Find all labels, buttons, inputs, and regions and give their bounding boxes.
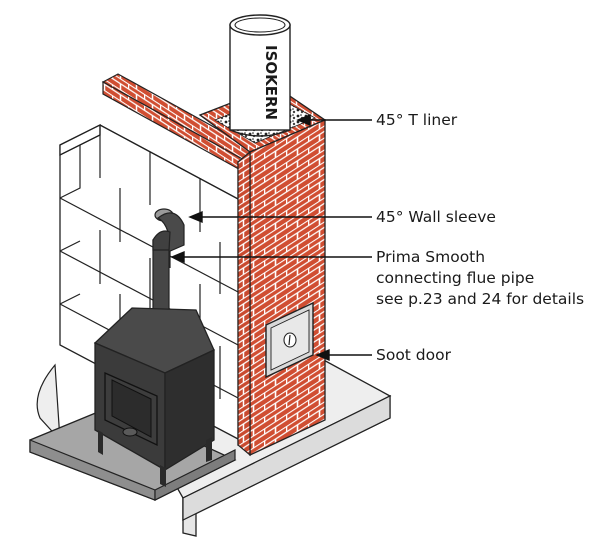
wood-stove (93, 307, 215, 487)
label-flue-pipe-line1: Prima Smooth (376, 248, 486, 266)
t-liner-pipe: ISOKERN (229, 14, 291, 137)
soot-door (265, 301, 314, 379)
label-flue-pipe-line2: connecting flue pipe (376, 269, 535, 287)
leader-lines (170, 113, 372, 362)
flue-pipe (152, 208, 185, 321)
label-soot-door: Soot door (376, 346, 451, 364)
label-wall-sleeve: 45° Wall sleeve (376, 208, 496, 226)
label-t-liner: 45° T liner (376, 111, 458, 129)
label-flue-pipe-line3: see p.23 and 24 for details (376, 290, 585, 308)
isokern-logo: ISOKERN (262, 45, 280, 120)
